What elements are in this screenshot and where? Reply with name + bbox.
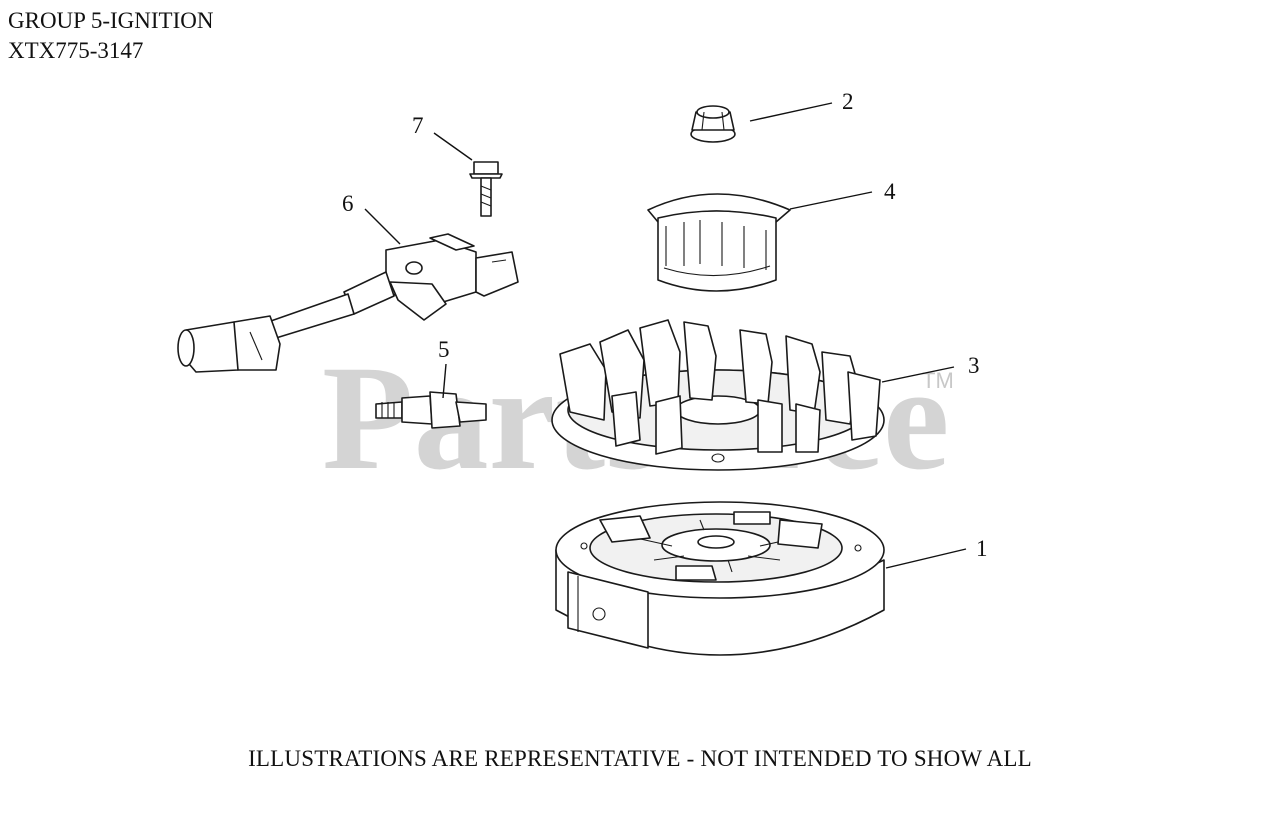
callout-numbers: 1 2 3 4 5 6 7 xyxy=(342,89,988,561)
part-6-ignition-module[interactable] xyxy=(177,233,519,373)
part-5-spark-plug[interactable] xyxy=(375,391,487,429)
disclaimer-note: ILLUSTRATIONS ARE REPRESENTATIVE - NOT I… xyxy=(248,746,1032,771)
watermark-trademark: TM xyxy=(922,368,954,393)
part-2-flange-nut[interactable] xyxy=(690,105,736,143)
callout-6[interactable]: 6 xyxy=(342,191,354,216)
model-number: XTX775-3147 xyxy=(8,38,144,63)
callout-7[interactable]: 7 xyxy=(412,113,424,138)
callout-5[interactable]: 5 xyxy=(438,337,450,362)
callout-2[interactable]: 2 xyxy=(842,89,854,114)
callout-3[interactable]: 3 xyxy=(968,353,980,378)
part-1-flywheel[interactable] xyxy=(555,501,885,656)
callout-4[interactable]: 4 xyxy=(884,179,896,204)
part-3-fan[interactable] xyxy=(551,319,885,471)
part-7-bolt[interactable] xyxy=(469,161,503,217)
group-title: GROUP 5-IGNITION xyxy=(8,8,214,33)
callout-1[interactable]: 1 xyxy=(976,536,988,561)
diagram-header: GROUP 5-IGNITION XTX775-3147 xyxy=(8,6,213,66)
part-4-starter-cup[interactable] xyxy=(647,193,791,292)
leader-lines xyxy=(364,102,967,569)
